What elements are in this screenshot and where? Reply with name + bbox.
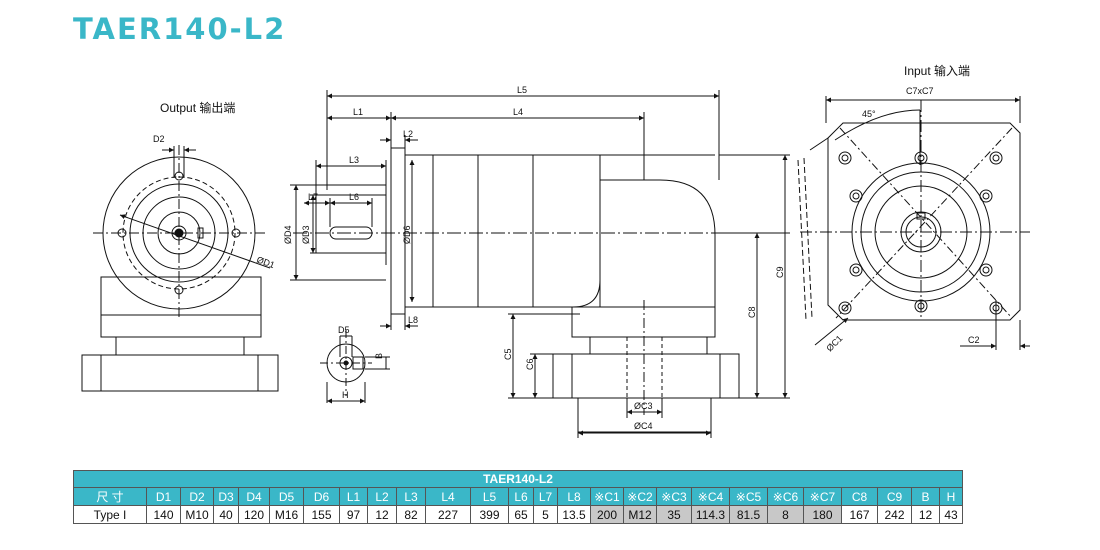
table-header-cell: D3 bbox=[213, 487, 239, 506]
dim-C4: ØC4 bbox=[634, 421, 653, 431]
table-cell: 82 bbox=[396, 505, 426, 524]
table-cell: 8 bbox=[767, 505, 804, 524]
table-cell: 13.5 bbox=[557, 505, 591, 524]
dim-D2-output: D2 bbox=[153, 134, 165, 144]
table-cell: 40 bbox=[213, 505, 239, 524]
table-header-cell: ※C1 bbox=[590, 487, 624, 506]
table-header-cell: L6 bbox=[508, 487, 534, 506]
dim-C8: C8 bbox=[747, 306, 757, 318]
table-header-cell: ※C3 bbox=[656, 487, 692, 506]
table-cell: 167 bbox=[841, 505, 878, 524]
table-cell: 12 bbox=[367, 505, 397, 524]
dim-C9: C9 bbox=[775, 266, 785, 278]
table-caption: TAER140-L2 bbox=[73, 470, 963, 488]
table-header-cell: D6 bbox=[303, 487, 340, 506]
page-title: TAER140-L2 bbox=[73, 12, 287, 46]
output-view-label: Output 输出端 bbox=[160, 101, 236, 115]
table-header-cell: L1 bbox=[339, 487, 368, 506]
dim-L7: L7 bbox=[308, 192, 318, 202]
side-view bbox=[290, 90, 790, 438]
input-view-label: Input 输入端 bbox=[904, 64, 971, 78]
table-cell: 242 bbox=[877, 505, 912, 524]
table-cell: 200 bbox=[590, 505, 624, 524]
table-header-cell: D1 bbox=[146, 487, 181, 506]
dim-H: H bbox=[342, 390, 349, 400]
dim-L4: L4 bbox=[513, 107, 523, 117]
table-header-cell: L4 bbox=[425, 487, 471, 506]
dim-L1: L1 bbox=[353, 107, 363, 117]
dim-L6: L6 bbox=[349, 192, 359, 202]
dim-C5: C5 bbox=[503, 348, 513, 360]
table-cell: 97 bbox=[339, 505, 368, 524]
table-cell: 5 bbox=[533, 505, 558, 524]
table-cell: 43 bbox=[939, 505, 963, 524]
table-cell: 399 bbox=[470, 505, 509, 524]
dim-L2: L2 bbox=[403, 129, 413, 139]
dim-D3: ØD3 bbox=[301, 225, 311, 244]
table-header-cell: L3 bbox=[396, 487, 426, 506]
input-view bbox=[797, 96, 1030, 350]
dim-D5: D5 bbox=[338, 325, 350, 335]
table-cell: 35 bbox=[656, 505, 692, 524]
table-cell: 180 bbox=[803, 505, 842, 524]
dim-C3: ØC3 bbox=[634, 401, 653, 411]
table-header-cell: ※C6 bbox=[767, 487, 804, 506]
table-header-cell: L2 bbox=[367, 487, 397, 506]
table-header-cell: ※C4 bbox=[691, 487, 730, 506]
table-caption-row: TAER140-L2 bbox=[73, 470, 963, 488]
table-cell: 65 bbox=[508, 505, 534, 524]
dim-C7: C7xC7 bbox=[906, 86, 934, 96]
table-header-cell: L8 bbox=[557, 487, 591, 506]
table-cell: M10 bbox=[180, 505, 214, 524]
shaft-key-detail bbox=[320, 330, 390, 404]
table-header-cell: 尺 寸 bbox=[73, 487, 147, 506]
table-cell: 140 bbox=[146, 505, 181, 524]
table-cell: M12 bbox=[623, 505, 657, 524]
table-header-cell: ※C2 bbox=[623, 487, 657, 506]
table-header-cell: L5 bbox=[470, 487, 509, 506]
table-header-cell: B bbox=[911, 487, 940, 506]
table-header-cell: C8 bbox=[841, 487, 878, 506]
table-header-cell: C9 bbox=[877, 487, 912, 506]
output-view bbox=[81, 145, 279, 392]
table-header-cell: D4 bbox=[238, 487, 270, 506]
dim-C1: ØC1 bbox=[824, 333, 844, 353]
dim-L8: L8 bbox=[408, 315, 418, 325]
dim-angle: 45° bbox=[862, 109, 876, 119]
table-row-label: Type I bbox=[73, 505, 147, 524]
dim-L3: L3 bbox=[349, 155, 359, 165]
dim-B: B bbox=[374, 353, 384, 359]
dim-D6: ØD6 bbox=[402, 225, 412, 244]
dim-L5: L5 bbox=[517, 85, 527, 95]
table-cell: M16 bbox=[269, 505, 304, 524]
table-header-cell: ※C7 bbox=[803, 487, 842, 506]
table-cell: 114.3 bbox=[691, 505, 730, 524]
table-header-cell: D2 bbox=[180, 487, 214, 506]
table-header-cell: L7 bbox=[533, 487, 558, 506]
dim-C2: C2 bbox=[968, 335, 980, 345]
table-header-cell: D5 bbox=[269, 487, 304, 506]
table-cell: 120 bbox=[238, 505, 270, 524]
table-cell: 12 bbox=[911, 505, 940, 524]
table-cell: 155 bbox=[303, 505, 340, 524]
table-cell: 227 bbox=[425, 505, 471, 524]
dim-D1: ØD1 bbox=[255, 254, 276, 270]
table-header-cell: H bbox=[939, 487, 963, 506]
dim-C6: C6 bbox=[525, 358, 535, 370]
table-cell: 81.5 bbox=[729, 505, 768, 524]
table-header-cell: ※C5 bbox=[729, 487, 768, 506]
dim-D4: ØD4 bbox=[283, 225, 293, 244]
